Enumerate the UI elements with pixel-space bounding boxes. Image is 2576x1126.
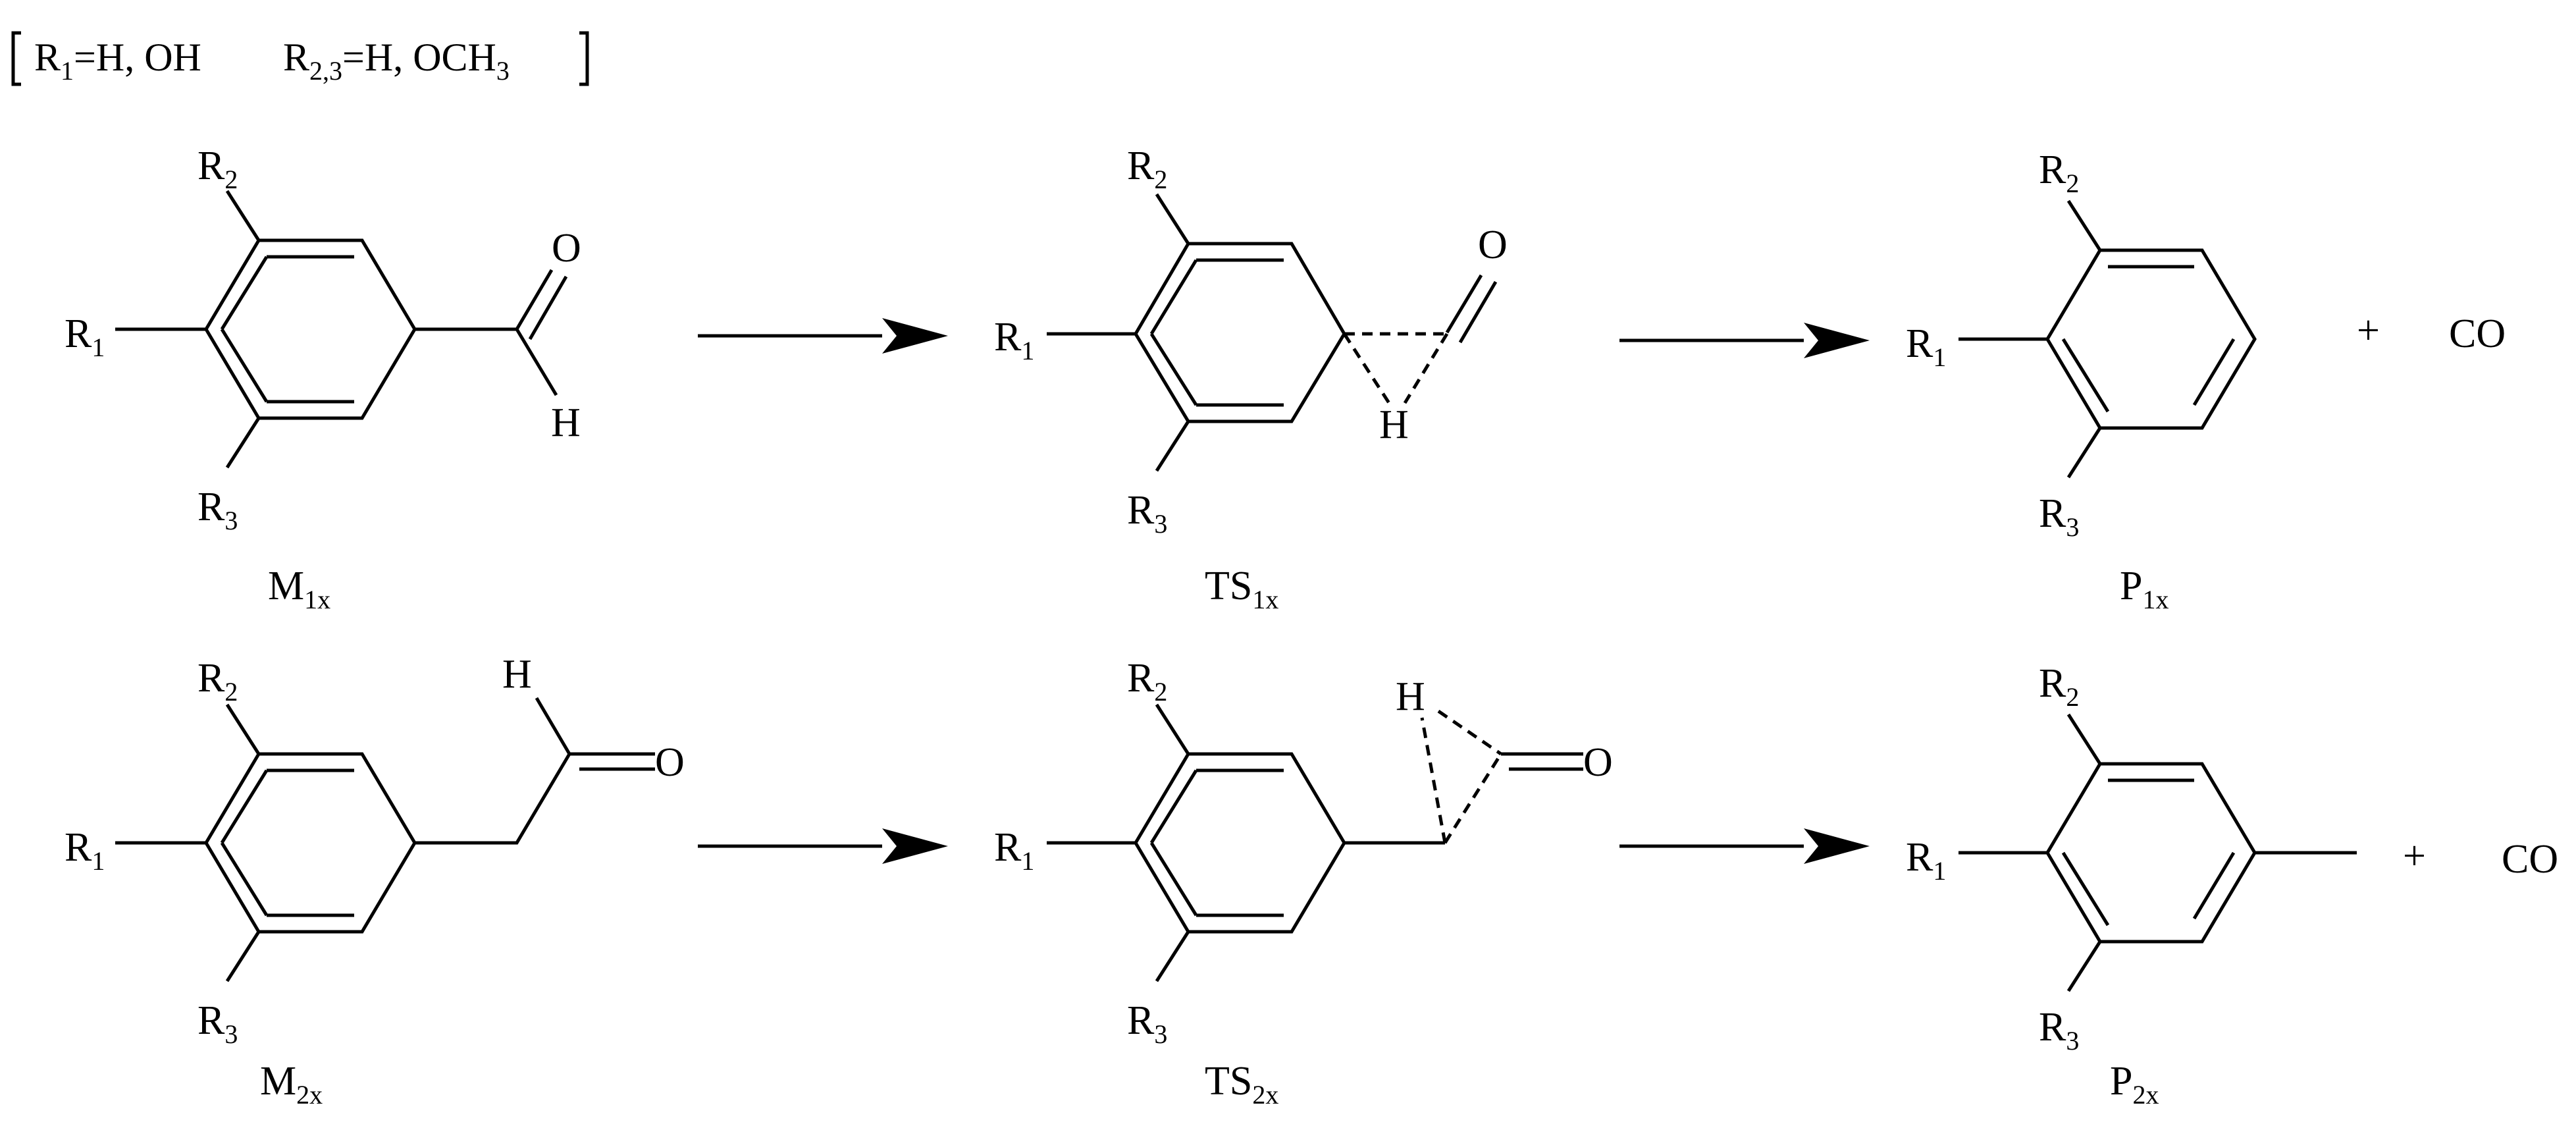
label-P1x: P1x: [2120, 564, 2169, 614]
molecule-TS2x: R2 R1 R3 O H TS2x: [994, 656, 1613, 1110]
substituent-bonds: [115, 190, 517, 469]
substituent-bonds: [1958, 713, 2357, 992]
byproduct-CO-2: CO: [2502, 837, 2558, 882]
ring-double-bonds: [220, 768, 354, 917]
carbonyl-o-bond: [569, 752, 655, 771]
molecule-P1x: R2 R1 R3 P1x: [1906, 147, 2257, 614]
byproduct-CO-1: CO: [2449, 311, 2506, 356]
plus-sign-1: +: [2357, 308, 2380, 353]
carbonyl-o-bond: [1501, 752, 1583, 771]
molecule-P2x: R2 R1 R3 P2x: [1906, 661, 2357, 1110]
atom-R3: R3: [1127, 998, 1167, 1049]
atom-R2: R2: [1127, 656, 1167, 707]
atom-R2: R2: [197, 144, 238, 194]
atom-R2: R2: [1127, 144, 1167, 194]
label-TS1x: TS1x: [1205, 564, 1278, 614]
atom-H: H: [1396, 674, 1425, 719]
substituent-bonds: [1047, 703, 1445, 982]
atom-O: O: [1583, 740, 1613, 785]
label-P2x: P2x: [2110, 1059, 2159, 1110]
atom-R2: R2: [2039, 661, 2079, 712]
carbonyl-o-bond: [1445, 274, 1498, 344]
ring-bonds: [204, 752, 417, 934]
atom-R2: R2: [2039, 147, 2079, 198]
ring-double-bonds: [1149, 258, 1284, 407]
legend-r23: R2,3=H, OCH3: [283, 36, 510, 86]
aldehyde-h-bond: [535, 697, 571, 755]
ring-bonds: [2045, 762, 2257, 944]
atom-R3: R3: [2039, 491, 2079, 542]
atom-R2: R2: [197, 656, 238, 707]
atom-R1: R1: [994, 825, 1034, 876]
substituent-legend: R1=H, OH R2,3=H, OCH3: [11, 31, 589, 86]
atom-H: H: [551, 400, 581, 445]
aldehyde-h-bond: [515, 328, 558, 396]
ring-bonds: [1134, 752, 1346, 934]
atom-R1: R1: [65, 311, 105, 362]
label-TS2x: TS2x: [1205, 1059, 1278, 1110]
atom-H: H: [502, 652, 532, 697]
substituent-bonds: [115, 703, 571, 982]
molecule-M2x: R2 R1 R3 O H M2x: [65, 652, 685, 1110]
reaction-arrow-4: [1619, 828, 1870, 864]
ring-double-bonds: [220, 255, 354, 404]
partial-bonds: [1420, 709, 1503, 844]
reaction-arrow-2: [1619, 323, 1870, 358]
atom-R1: R1: [1906, 835, 1946, 886]
ring-bonds: [204, 238, 417, 420]
substituent-bonds: [1958, 200, 2102, 479]
atom-O: O: [1478, 223, 1508, 267]
legend-r1: R1=H, OH: [34, 36, 201, 86]
atom-R1: R1: [65, 825, 105, 876]
atom-R1: R1: [1906, 321, 1946, 372]
atom-R1: R1: [994, 315, 1034, 365]
atom-R3: R3: [197, 485, 238, 535]
atom-O: O: [655, 740, 685, 785]
label-M2x: M2x: [260, 1059, 323, 1110]
carbonyl-o-bond: [515, 269, 568, 340]
atom-H: H: [1379, 402, 1409, 447]
label-M1x: M1x: [268, 564, 330, 614]
reaction-arrow-1: [698, 318, 948, 354]
ring-bonds: [1134, 242, 1346, 423]
ring-double-bonds: [1149, 768, 1284, 917]
substituent-bonds: [1047, 193, 1190, 472]
atom-R3: R3: [1127, 488, 1167, 539]
atom-O: O: [552, 226, 581, 271]
molecule-M1x: R2 R1 R3 O H M1x: [65, 144, 581, 614]
legend-bracket-right: [579, 31, 589, 86]
molecule-TS1x: R2 R1 R3 O H TS1x: [994, 144, 1508, 614]
plus-sign-2: +: [2403, 834, 2426, 878]
atom-R3: R3: [197, 998, 238, 1049]
ring-double-bonds: [2061, 265, 2236, 413]
legend-bracket-left: [11, 31, 21, 86]
ring-double-bonds: [2061, 778, 2236, 926]
atom-R3: R3: [2039, 1005, 2079, 1056]
ring-bonds: [2045, 248, 2257, 430]
partial-bonds: [1342, 332, 1449, 404]
reaction-arrow-3: [698, 828, 948, 864]
